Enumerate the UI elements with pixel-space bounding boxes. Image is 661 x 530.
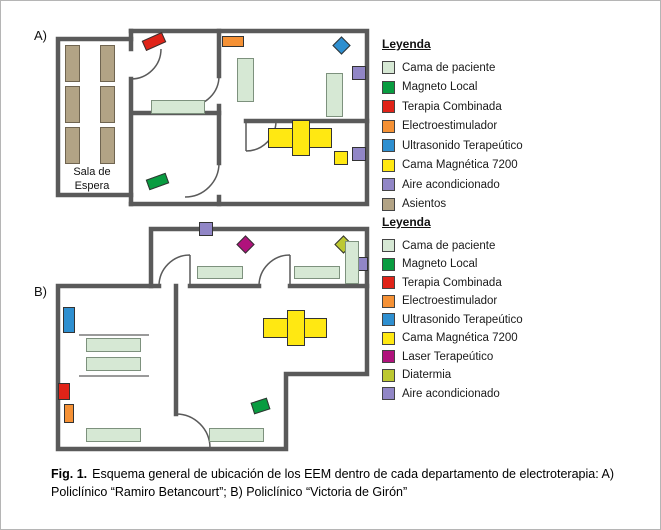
legend-swatch xyxy=(382,387,395,400)
patient-bed xyxy=(86,338,141,352)
legend-label: Cama de paciente xyxy=(402,61,496,74)
legend-swatch xyxy=(382,313,395,326)
table-line xyxy=(79,375,149,377)
caption-text: Esquema general de ubicación de los EEM … xyxy=(51,467,614,500)
magnetic-bed-7200 xyxy=(287,310,305,346)
patient-bed xyxy=(237,58,254,102)
patient-bed xyxy=(86,428,141,442)
legend-label: Diatermia xyxy=(402,369,452,381)
legend-label: Cama Magnética 7200 xyxy=(402,332,518,344)
legend-item: Cama Magnética 7200 xyxy=(382,331,592,345)
legend-label: Asientos xyxy=(402,198,447,210)
legend-swatch xyxy=(382,368,395,382)
legend-item: Magneto Local xyxy=(382,80,592,94)
legend-label: Cama de paciente xyxy=(402,239,496,252)
legend-label: Magneto Local xyxy=(402,258,478,270)
patient-bed xyxy=(151,100,205,114)
legend-swatch xyxy=(382,197,395,211)
legend-item: Electroestimulador xyxy=(382,119,592,133)
legend-item: Aire acondicionado xyxy=(382,178,592,191)
legend-swatch xyxy=(382,178,395,191)
waiting-seat xyxy=(100,86,115,123)
legend-label: Electroestimulador xyxy=(402,295,498,307)
air-conditioner xyxy=(352,66,366,80)
legend-swatch xyxy=(382,276,395,289)
legend-item: Magneto Local xyxy=(382,257,592,271)
magnetic-bed-unit xyxy=(334,151,348,165)
legend-item: Terapia Combinada xyxy=(382,100,592,113)
legend-item: Laser Terapeútico xyxy=(382,350,592,363)
panel-b-label: B) xyxy=(34,284,47,299)
legend-swatch xyxy=(382,350,395,363)
legend-item: Cama de paciente xyxy=(382,239,592,252)
legend-b-title: Leyenda xyxy=(382,215,431,229)
waiting-seat xyxy=(100,45,115,82)
legend-item: Cama Magnética 7200 xyxy=(382,158,592,172)
legend-label: Magneto Local xyxy=(402,81,478,93)
legend-item: Asientos xyxy=(382,197,592,211)
combined-therapy-unit xyxy=(58,383,70,400)
caption-number: Fig. 1. xyxy=(51,467,88,481)
air-conditioner xyxy=(199,222,213,236)
legend-swatch xyxy=(382,61,395,74)
legend-a: Leyenda Cama de paciente Magneto Local T… xyxy=(382,37,592,217)
panel-a-label: A) xyxy=(34,28,47,43)
table-line xyxy=(79,334,149,336)
legend-swatch xyxy=(382,80,395,94)
patient-bed xyxy=(197,266,243,279)
legend-label: Terapia Combinada xyxy=(402,100,502,113)
legend-item: Aire acondicionado xyxy=(382,387,592,400)
legend-item: Terapia Combinada xyxy=(382,276,592,289)
legend-label: Terapia Combinada xyxy=(402,276,502,289)
patient-bed xyxy=(209,428,264,442)
legend-label: Cama Magnética 7200 xyxy=(402,159,518,171)
patient-bed xyxy=(86,357,141,371)
legend-b: Leyenda Cama de paciente Magneto Local T… xyxy=(382,215,592,406)
patient-bed xyxy=(345,241,359,284)
legend-item: Electroestimulador xyxy=(382,294,592,308)
legend-label: Aire acondicionado xyxy=(402,387,500,400)
legend-swatch xyxy=(382,331,395,345)
air-conditioner xyxy=(352,147,366,161)
waiting-seat xyxy=(65,86,80,123)
legend-label: Ultrasonido Terapeútico xyxy=(402,313,523,326)
electrostimulator-unit xyxy=(222,36,244,47)
legend-swatch xyxy=(382,119,395,133)
legend-item: Cama de paciente xyxy=(382,61,592,74)
legend-item: Ultrasonido Terapeútico xyxy=(382,313,592,326)
electrostimulator-unit xyxy=(64,404,74,423)
legend-label: Laser Terapeútico xyxy=(402,350,494,363)
waiting-seat xyxy=(100,127,115,164)
waiting-seat xyxy=(65,127,80,164)
figure-caption: Fig. 1.Esquema general de ubicación de l… xyxy=(51,465,629,501)
legend-item: Diatermia xyxy=(382,368,592,382)
legend-swatch xyxy=(382,239,395,252)
legend-label: Ultrasonido Terapeútico xyxy=(402,139,523,152)
legend-swatch xyxy=(382,139,395,152)
legend-swatch xyxy=(382,100,395,113)
legend-a-title: Leyenda xyxy=(382,37,431,51)
magnetic-bed-7200 xyxy=(292,120,310,156)
patient-bed xyxy=(326,73,343,117)
legend-swatch xyxy=(382,158,395,172)
legend-item: Ultrasonido Terapeútico xyxy=(382,139,592,152)
waiting-room-label: Sala de Espera xyxy=(73,166,111,193)
legend-swatch xyxy=(382,294,395,308)
legend-swatch xyxy=(382,257,395,271)
waiting-seat xyxy=(65,45,80,82)
patient-bed xyxy=(294,266,340,279)
legend-label: Aire acondicionado xyxy=(402,178,500,191)
ultrasound-unit xyxy=(63,307,75,333)
legend-label: Electroestimulador xyxy=(402,120,498,132)
